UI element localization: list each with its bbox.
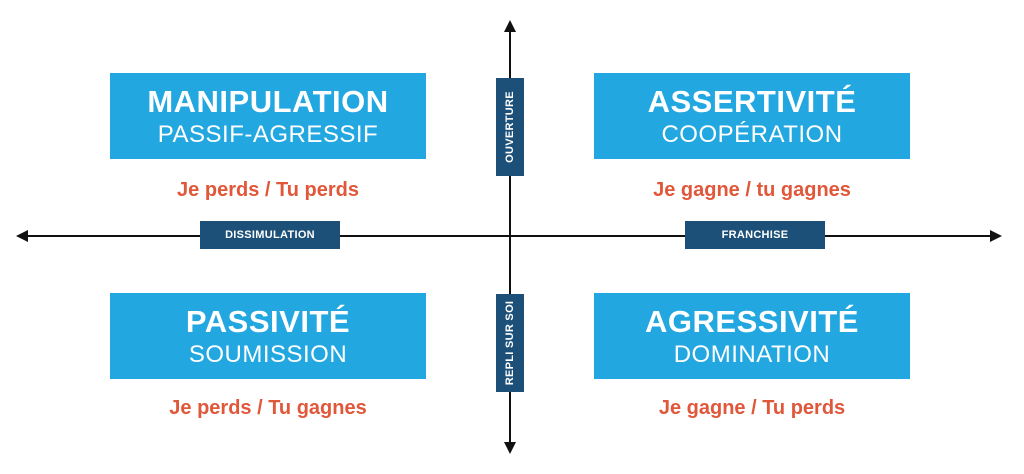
quadrant-title: PASSIVITÉ	[185, 304, 351, 339]
quadrant-subtitle: SOUMISSION	[188, 341, 348, 368]
outcome-bottom-left: Je perds / Tu gagnes	[169, 397, 367, 419]
quadrant-title: ASSERTIVITÉ	[647, 84, 857, 119]
outcome-top-left: Je perds / Tu perds	[177, 179, 359, 201]
quadrant-agressivite: AGRESSIVITÉ DOMINATION	[594, 293, 910, 379]
quadrant-subtitle: COOPÉRATION	[661, 121, 843, 148]
axis-label-ouverture: OUVERTURE	[496, 78, 524, 176]
quadrant-passivite: PASSIVITÉ SOUMISSION	[110, 293, 426, 379]
quadrant-assertivite: ASSERTIVITÉ COOPÉRATION	[594, 73, 910, 159]
axis-label-text: REPLI SUR SOI	[504, 300, 516, 386]
axis-label-dissimulation: DISSIMULATION	[200, 221, 340, 249]
axis-label-franchise: FRANCHISE	[685, 221, 825, 249]
quadrant-title: MANIPULATION	[147, 84, 389, 119]
quadrant-manipulation: MANIPULATION PASSIF-AGRESSIF	[110, 73, 426, 159]
axis-label-text: OUVERTURE	[504, 91, 516, 163]
axis-label-repli-sur-soi: REPLI SUR SOI	[496, 294, 524, 392]
outcome-top-right: Je gagne / tu gagnes	[653, 179, 851, 201]
quadrant-subtitle: PASSIF-AGRESSIF	[157, 121, 379, 148]
quadrant-subtitle: DOMINATION	[673, 341, 831, 368]
quadrant-title: AGRESSIVITÉ	[645, 304, 859, 339]
outcome-bottom-right: Je gagne / Tu perds	[658, 397, 846, 419]
